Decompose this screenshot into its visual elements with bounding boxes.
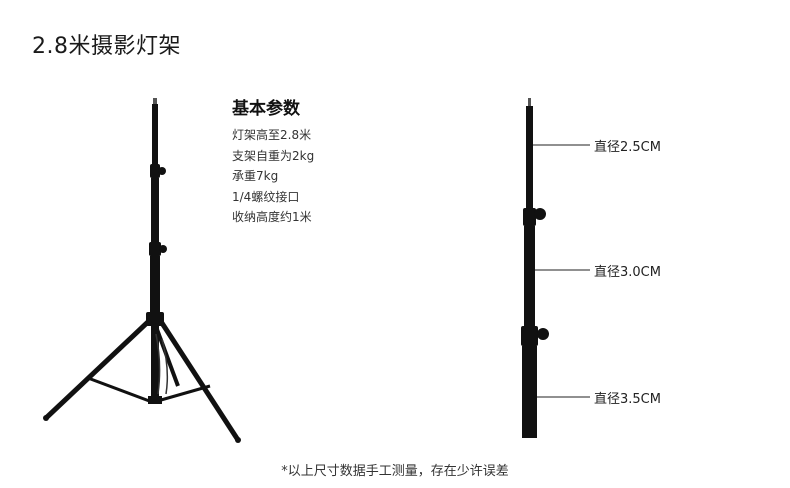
diameter-bottom-label: 直径3.5CM [594,392,661,407]
spec-load: 承重7kg [232,169,279,183]
spec-folded-height: 收纳高度约1米 [232,210,312,224]
page-title: 2.8米摄影灯架 [32,34,181,59]
spec-thread: 1/4螺纹接口 [232,189,300,204]
specs-heading: 基本参数 [232,99,300,119]
measurement-footnote: *以上尺寸数据手工测量，存在少许误差 [281,464,509,479]
specs-panel: 基本参数 灯架高至2.8米 支架自重为2kg 承重7kg 1/4螺纹接口 收纳高… [232,94,314,228]
tripod-stand-image [43,98,241,443]
diameter-top-label: 直径2.5CM [594,140,661,155]
spec-max-height: 灯架高至2.8米 [232,128,312,142]
pole-detail-image [521,98,590,438]
diameter-middle-label: 直径3.0CM [594,265,661,280]
spec-self-weight: 支架自重为2kg [232,148,315,163]
